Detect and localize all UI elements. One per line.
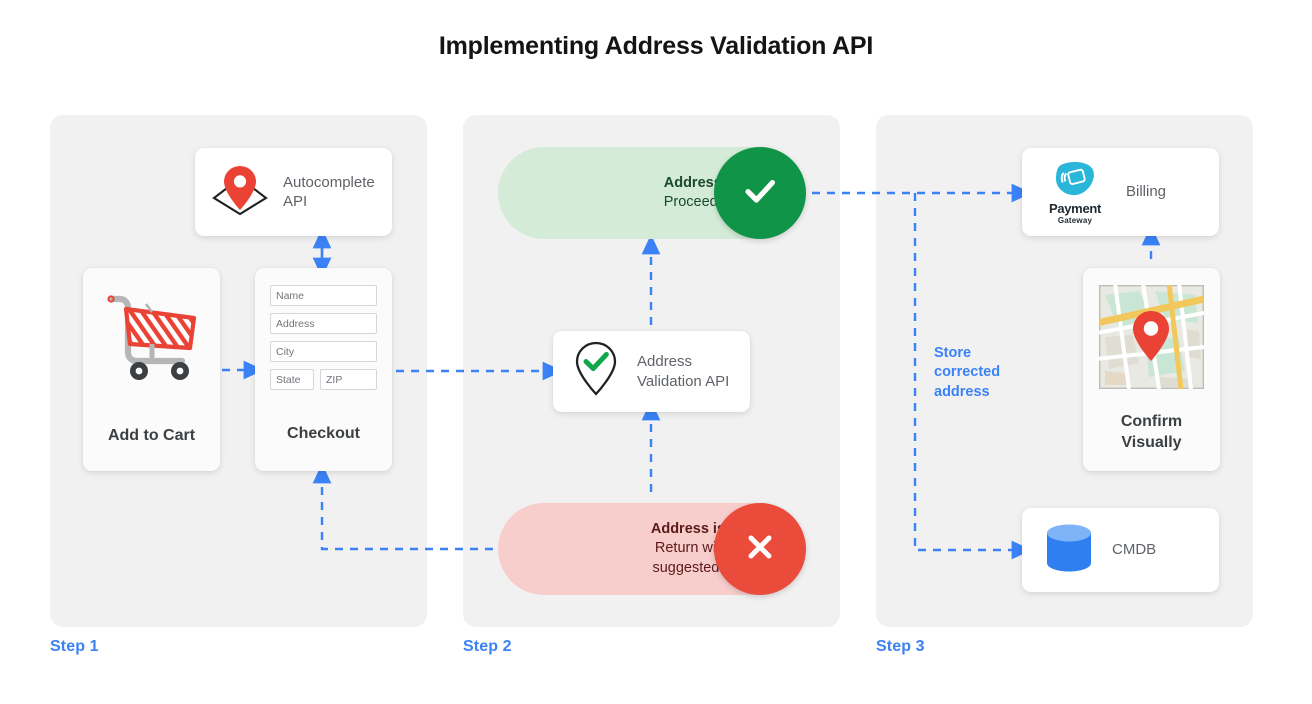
- address-invalid-pill: Address is invalid. Return with Google s…: [498, 503, 806, 595]
- page-title: Implementing Address Validation API: [438, 32, 874, 60]
- checkout-card[interactable]: Name Address City State ZIP Checkout: [255, 268, 392, 471]
- payment-gateway-logo-sub: Gateway: [1057, 215, 1093, 225]
- name-field[interactable]: Name: [270, 285, 377, 306]
- state-zip-row: State ZIP: [270, 369, 377, 397]
- cmdb-label: CMDB: [1112, 541, 1157, 559]
- autocomplete-api-label: Autocomplete API: [283, 173, 375, 210]
- address-field[interactable]: Address: [270, 313, 377, 334]
- map-pin-on-diamond-icon: [209, 162, 271, 223]
- payment-gateway-logo-icon: Payment Gateway: [1038, 160, 1112, 225]
- confirm-visually-card[interactable]: Confirm Visually: [1083, 268, 1220, 471]
- step-3-label: Step 3: [876, 638, 925, 655]
- state-field[interactable]: State: [270, 369, 314, 390]
- cmdb-card[interactable]: CMDB: [1022, 508, 1219, 592]
- billing-label: Billing: [1126, 183, 1167, 201]
- shopping-cart-icon: [102, 290, 202, 393]
- address-validation-api-card[interactable]: Address Validation API: [553, 331, 750, 412]
- payment-gateway-logo-name: Payment: [1048, 200, 1102, 216]
- address-validation-api-label: Address Validation API: [637, 353, 730, 390]
- confirm-visually-label: Confirm Visually: [1120, 413, 1183, 452]
- autocomplete-api-card[interactable]: Autocomplete API: [195, 148, 392, 236]
- city-field[interactable]: City: [270, 341, 377, 362]
- add-to-cart-card[interactable]: Add to Cart: [83, 268, 220, 471]
- step-1-label: Step 1: [50, 638, 99, 655]
- checkout-label: Checkout: [287, 425, 360, 442]
- address-valid-pill: Address is valid. Proceed to billing.: [498, 147, 806, 239]
- check-icon: [737, 168, 783, 219]
- map-pin-check-icon: [571, 340, 621, 403]
- billing-card[interactable]: Payment Gateway Billing: [1022, 148, 1219, 236]
- store-corrected-address-note: Store corrected address: [934, 345, 1001, 400]
- map-thumbnail-icon: [1096, 282, 1205, 394]
- zip-field[interactable]: ZIP: [320, 369, 377, 390]
- step-2-label: Step 2: [463, 638, 512, 655]
- cross-badge: [714, 503, 806, 595]
- add-to-cart-label: Add to Cart: [107, 427, 196, 444]
- database-cylinder-icon: [1044, 522, 1094, 579]
- check-badge: [714, 147, 806, 239]
- cross-icon: [737, 524, 783, 575]
